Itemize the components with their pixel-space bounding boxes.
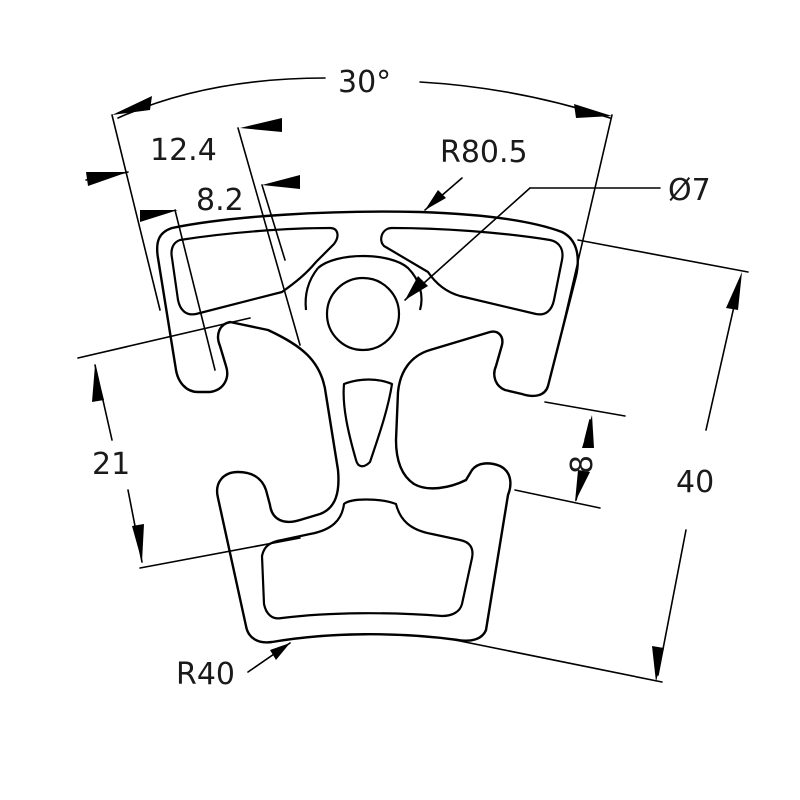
center-hole (325, 276, 401, 352)
slot-width-label: 8.2 (196, 183, 244, 218)
slot-depth-label: 8 (565, 455, 600, 474)
profile-outline (156, 210, 579, 644)
slot-offset-label: 21 (92, 447, 130, 482)
width-top-label: 12.4 (150, 133, 217, 168)
height-total-label: 40 (676, 465, 714, 500)
inner-radius-label: R40 (176, 657, 235, 692)
dimension-labels: 30° 12.4 8.2 R80.5 Ø7 40 21 8 R40 (92, 65, 714, 692)
angle-label: 30° (338, 65, 391, 100)
outer-radius-label: R80.5 (440, 135, 528, 170)
hole-diameter-label: Ø7 (668, 173, 711, 208)
dimension-arrows (86, 96, 742, 682)
